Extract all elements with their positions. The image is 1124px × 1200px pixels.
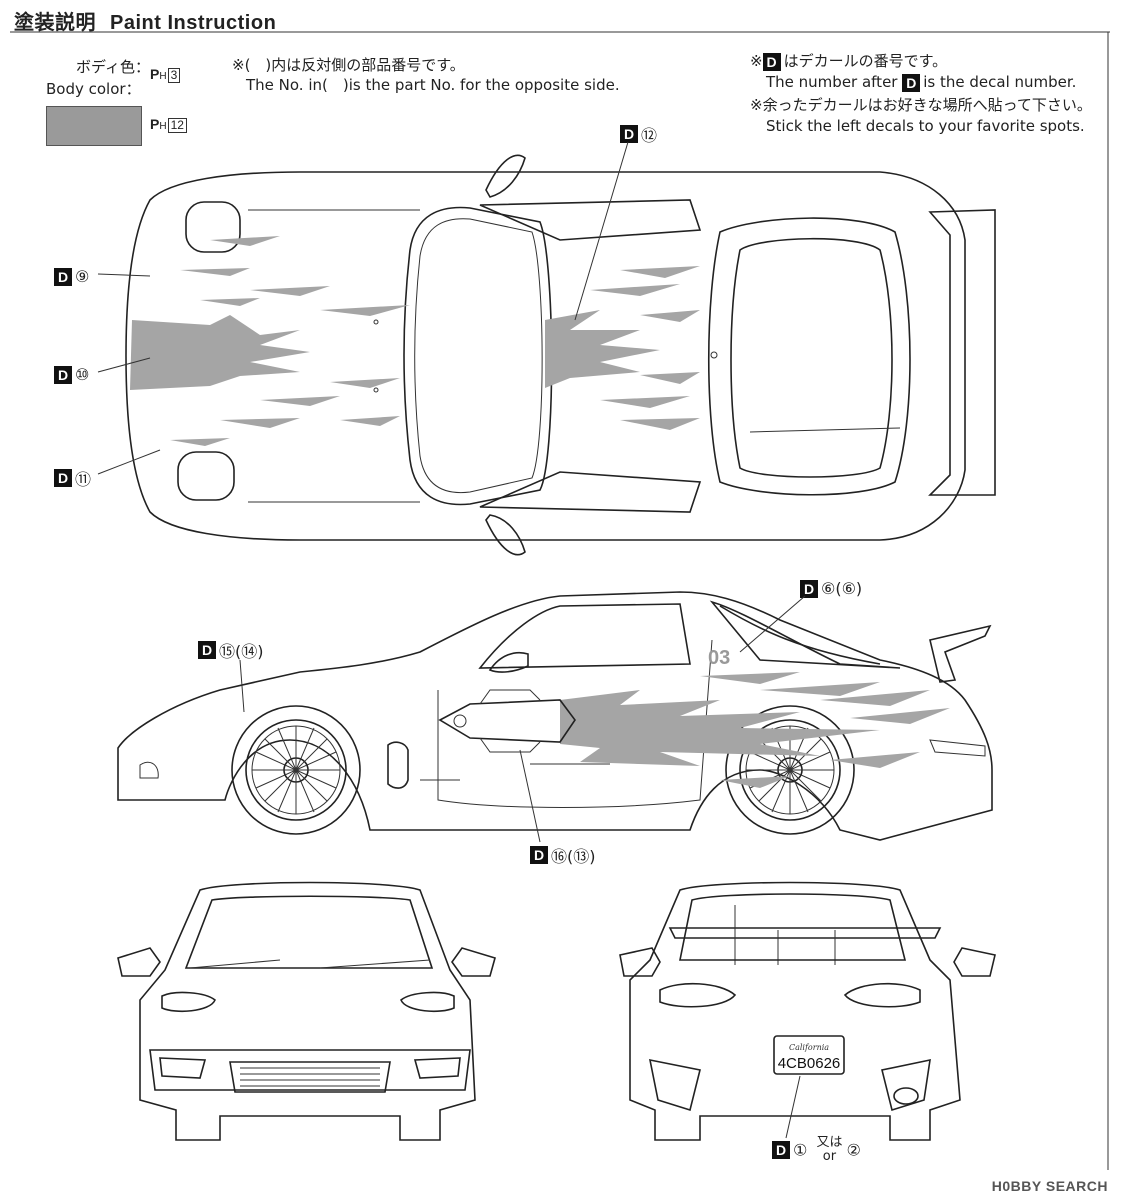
title-jp: 塗装説明 <box>14 10 96 34</box>
opposite-note-en: The No. in( )is the part No. for the opp… <box>246 76 620 94</box>
flame-decal-side <box>560 672 950 788</box>
watermark: H0BBY SEARCH <box>991 1178 1108 1194</box>
leftover-note-jp: ※余ったデカールはお好きな場所へ貼って下さい。 <box>750 96 1092 114</box>
rear-view: California 4CB0626 <box>619 881 996 1141</box>
paint-swatch <box>46 106 142 146</box>
door-rocket-graphic <box>438 689 576 753</box>
title-en: Paint Instruction <box>110 12 277 34</box>
flame-decal-hood <box>130 236 410 446</box>
leftover-note-en: Stick the left decals to your favorite s… <box>766 117 1085 135</box>
frame-line <box>10 31 1110 1170</box>
license-plate <box>773 1035 845 1075</box>
opposite-note-jp: ※( )内は反対側の部品番号です。 <box>232 56 465 74</box>
side-view: 03 <box>117 591 993 843</box>
top-view <box>97 141 996 556</box>
door-number: 03 <box>708 647 730 669</box>
flame-decal-roof <box>545 266 700 430</box>
plate-state: California <box>789 1043 829 1052</box>
page-title: 塗装説明 Paint Instruction <box>14 6 276 35</box>
body-color-label-jp: ボディ色： <box>76 58 150 76</box>
front-view <box>117 881 496 1141</box>
plate-number: 4CB0626 <box>778 1055 841 1072</box>
body-color-label-en: Body color： <box>46 80 141 98</box>
